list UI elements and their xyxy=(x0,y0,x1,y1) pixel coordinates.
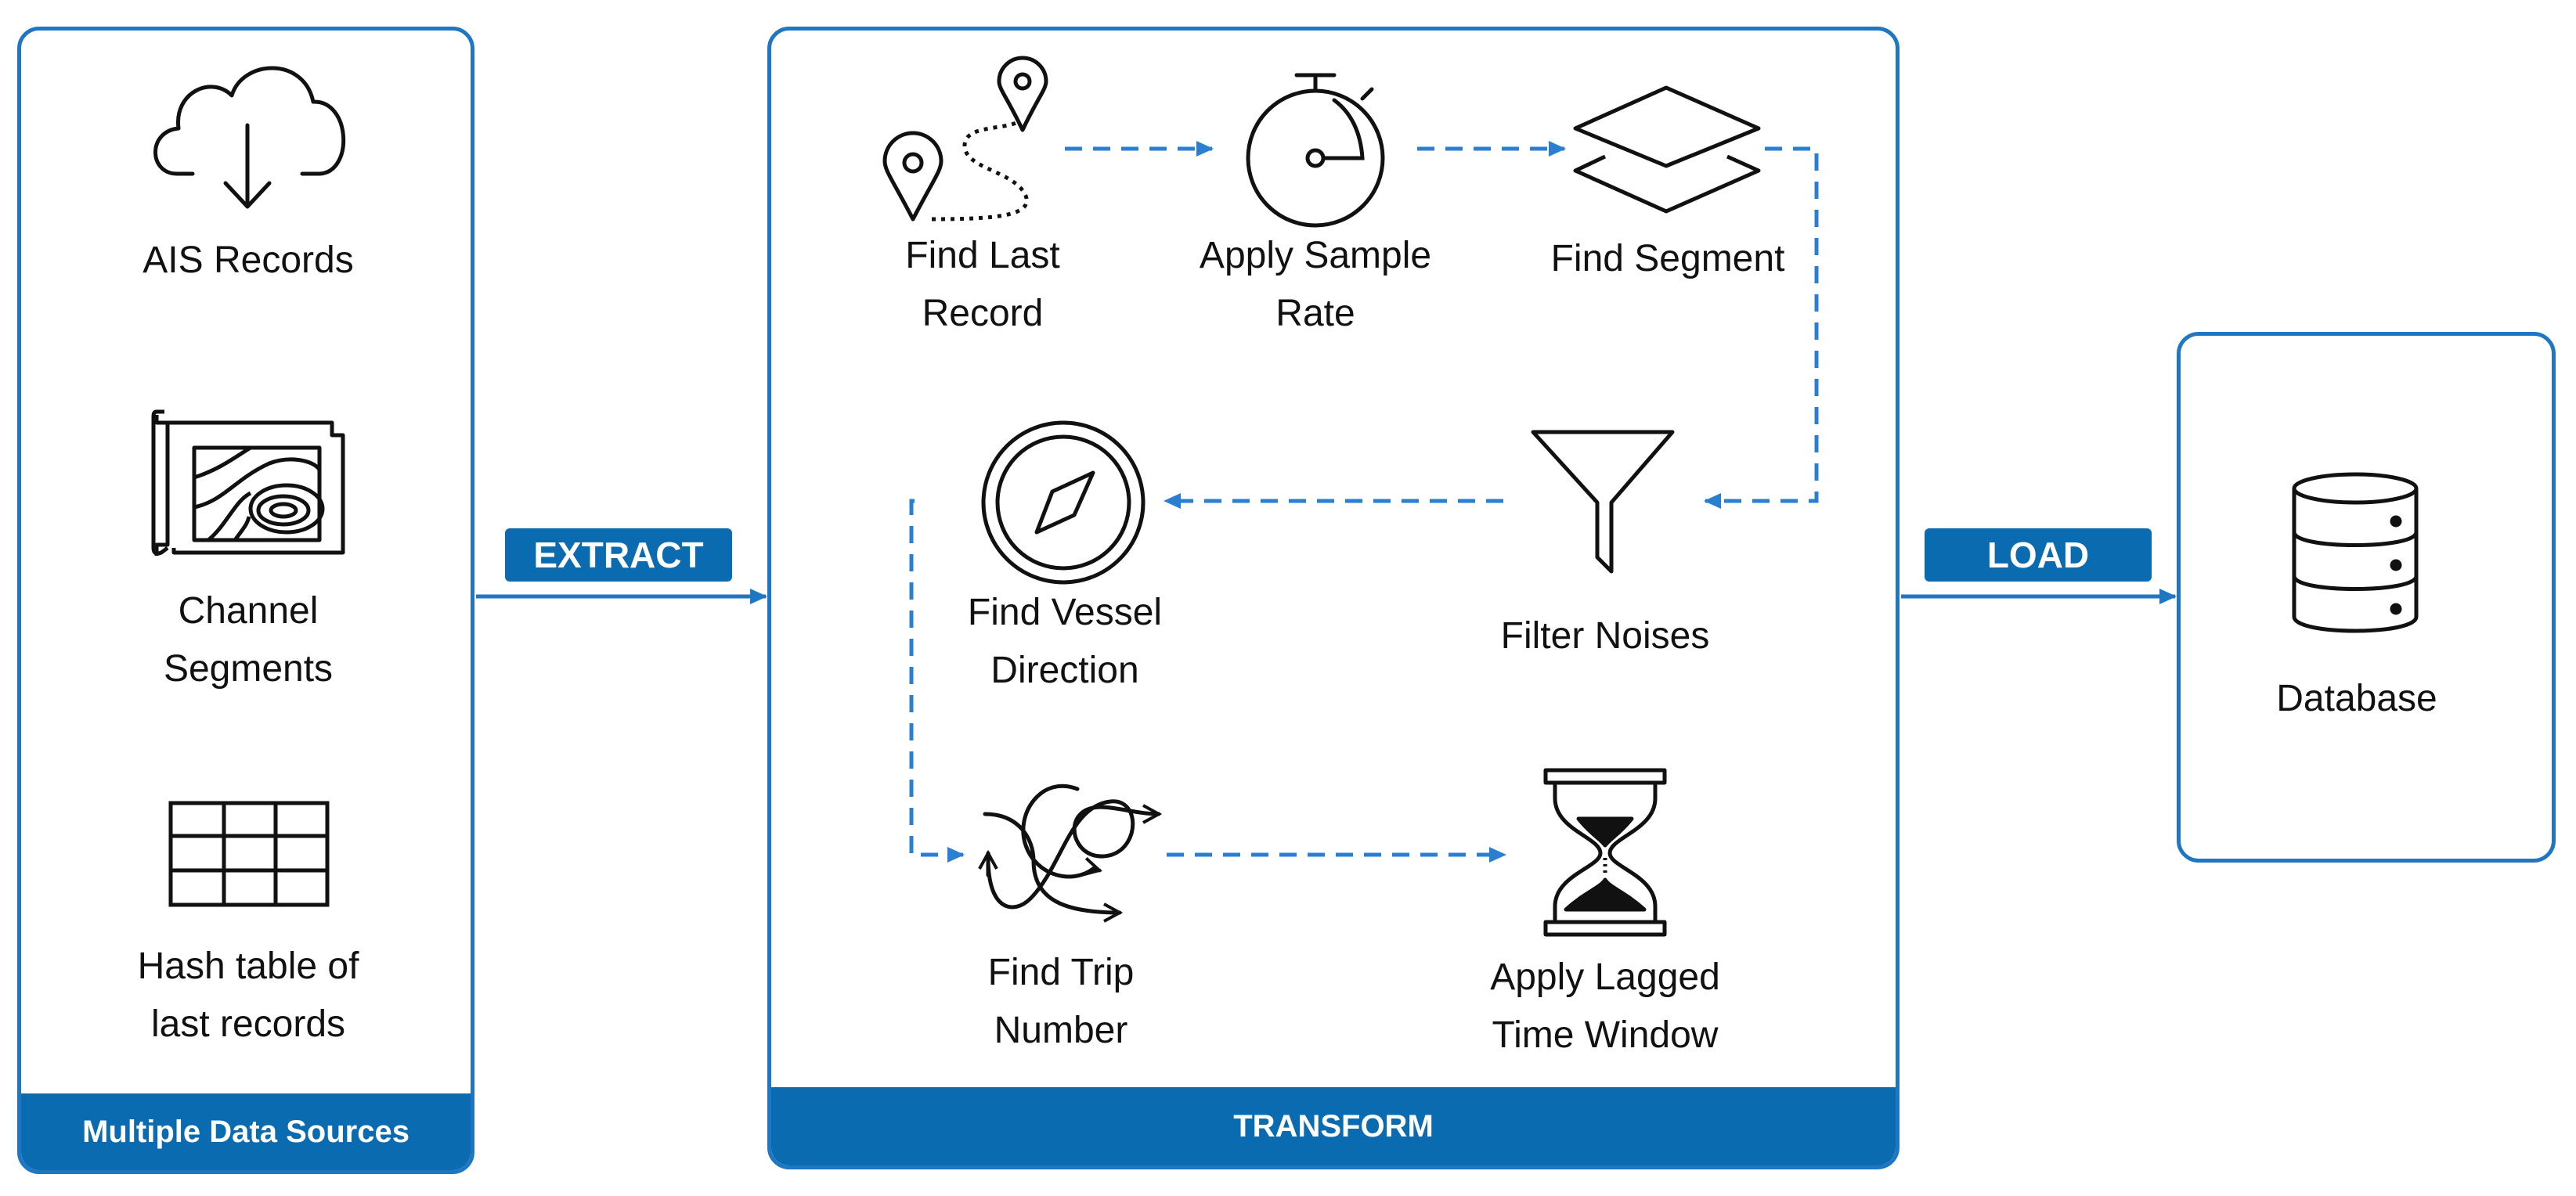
sources-panel-footer: Multiple Data Sources xyxy=(21,1093,471,1170)
step-label-find-last-record: Find Last Record xyxy=(905,235,1060,334)
database-label: Database xyxy=(2276,678,2437,719)
source-label-channel: Channel Segments xyxy=(163,590,334,690)
load-panel xyxy=(2177,332,2556,863)
step-label-find-trip-number: Find Trip Number xyxy=(987,952,1135,1051)
source-label-ais: AIS Records xyxy=(143,240,354,281)
extract-tag: EXTRACT xyxy=(505,528,732,582)
flow-arrow-5 xyxy=(909,499,965,863)
load-tag: LOAD xyxy=(1925,528,2152,582)
hourglass-icon xyxy=(1543,768,1667,937)
crossing-arrows-icon xyxy=(978,784,1163,923)
step-label-find-segment: Find Segment xyxy=(1550,238,1785,279)
route-pins-icon xyxy=(882,56,1048,222)
step-label-apply-sample-rate: Apply Sample Rate xyxy=(1199,235,1432,334)
table-grid-icon xyxy=(168,801,330,907)
database-icon xyxy=(2292,472,2419,633)
source-label-hash: Hash table of last records xyxy=(137,946,359,1045)
transform-panel-footer: TRANSFORM xyxy=(771,1087,1896,1165)
compass-icon xyxy=(981,420,1145,585)
stopwatch-icon xyxy=(1246,73,1385,228)
transform-panel: TRANSFORM xyxy=(767,27,1900,1169)
step-label-filter-noises: Filter Noises xyxy=(1500,615,1710,657)
topographic-map-icon xyxy=(151,409,345,556)
layers-icon xyxy=(1573,85,1761,214)
step-label-apply-lagged-time-window: Apply Lagged Time Window xyxy=(1490,956,1720,1056)
sources-panel: Multiple Data Sources xyxy=(17,27,474,1174)
cloud-download-icon xyxy=(153,66,345,209)
flow-arrow-3 xyxy=(1704,146,1819,509)
step-label-find-vessel-direction: Find Vessel Direction xyxy=(967,592,1163,691)
funnel-icon xyxy=(1531,430,1675,574)
